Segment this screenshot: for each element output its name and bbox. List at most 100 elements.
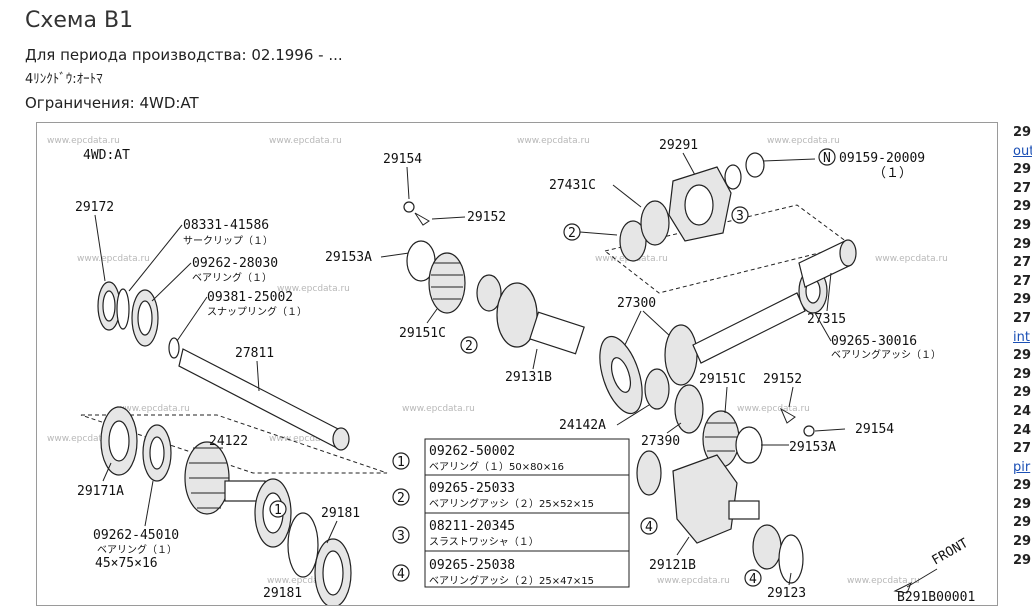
- sidebar-item[interactable]: 29: [1013, 348, 1032, 364]
- part-label-29291[interactable]: 29291: [659, 138, 698, 153]
- gear-29121b[interactable]: [672, 454, 738, 544]
- sleeve-29151c[interactable]: [428, 252, 466, 314]
- snap-ring-part[interactable]: [168, 337, 180, 359]
- bearing-24142a[interactable]: [644, 368, 670, 410]
- seal-29123[interactable]: [778, 534, 804, 584]
- sidebar-link-text[interactable]: out: [1013, 143, 1032, 159]
- washer-09159[interactable]: [745, 152, 765, 178]
- part-label-24122[interactable]: 24122: [209, 434, 248, 449]
- part-label-29151c[interactable]: 29151C: [399, 326, 446, 341]
- part-label-27431c[interactable]: 27431C: [549, 178, 596, 193]
- sidebar-item[interactable]: 27: [1013, 441, 1032, 457]
- sidebar-item[interactable]: 29: [1013, 385, 1032, 401]
- part-label-29152-b[interactable]: 29152: [763, 372, 802, 387]
- sidebar-link[interactable]: pir: [1013, 459, 1032, 478]
- sidebar-item[interactable]: 27: [1013, 310, 1032, 326]
- bearing-left[interactable]: [619, 220, 647, 262]
- bearing-27431c[interactable]: [640, 200, 670, 246]
- diagram-code: B291B00001: [897, 590, 975, 605]
- bearing-marker-4[interactable]: [636, 450, 662, 496]
- sidebar-item[interactable]: 29: [1013, 236, 1032, 252]
- clip-29152-b[interactable]: [779, 407, 796, 424]
- output-shaft-part[interactable]: [178, 348, 343, 449]
- sidebar-item[interactable]: 29: [1013, 552, 1032, 568]
- part-number-09262-28030[interactable]: 09262-28030: [192, 256, 278, 271]
- variant-caption: 4WD:AT: [83, 148, 130, 163]
- bearing-marker-4b[interactable]: [752, 524, 782, 570]
- legend-num: 2: [397, 491, 405, 506]
- part-label-29131b[interactable]: 29131B: [505, 370, 552, 385]
- legend-part-number[interactable]: 09265-25038: [429, 558, 515, 573]
- sidebar-item[interactable]: 29: [1013, 366, 1032, 382]
- watermark: www.epcdata.ru: [117, 404, 190, 414]
- sidebar-item[interactable]: 24: [1013, 422, 1032, 438]
- sidebar-item[interactable]: 27: [1013, 180, 1032, 196]
- callout-marker-4b[interactable]: [744, 569, 762, 587]
- bearing-marker-2[interactable]: [476, 274, 502, 312]
- part-label-29171a[interactable]: 29171A: [77, 484, 124, 499]
- part-label-29153a[interactable]: 29153A: [325, 250, 372, 265]
- part-label-29123[interactable]: 29123: [767, 586, 806, 601]
- part-number-08331-41586[interactable]: 08331-41586: [183, 218, 269, 233]
- gear-hub-29131b[interactable]: [529, 311, 585, 355]
- part-label-29172[interactable]: 29172: [75, 200, 114, 215]
- drive-gear-group: 24122 29171A 09262-45010 ベアリング（１） 45×75×…: [77, 406, 360, 605]
- part-label-29181[interactable]: 29181: [321, 506, 360, 521]
- part-label-27300[interactable]: 27300: [617, 296, 656, 311]
- sidebar-item[interactable]: 29: [1013, 515, 1032, 531]
- sidebar-link-text[interactable]: pir: [1013, 459, 1031, 475]
- sidebar-item[interactable]: 29: [1013, 162, 1032, 178]
- callout-marker-4[interactable]: [640, 517, 658, 535]
- part-label-24142a[interactable]: 24142A: [559, 418, 606, 433]
- part-label-29121b[interactable]: 29121B: [649, 558, 696, 573]
- sidebar-item[interactable]: 29: [1013, 199, 1032, 215]
- sidebar-item[interactable]: 29: [1013, 478, 1032, 494]
- part-number-09265-30016[interactable]: 09265-30016: [831, 334, 917, 349]
- sidebar-link[interactable]: out: [1013, 143, 1032, 162]
- watermark: www.epcdata.ru: [657, 576, 730, 586]
- legend-part-number[interactable]: 08211-20345: [429, 519, 515, 534]
- ring-29153a-b[interactable]: [735, 426, 763, 464]
- note-marker-n[interactable]: [818, 148, 836, 166]
- watermark: www.epcdata.ru: [269, 136, 342, 146]
- legend-desc: ベアリングアッシ（２）25×52×15: [429, 497, 594, 510]
- callout-marker-3[interactable]: [731, 206, 749, 224]
- part-number-09381-25002[interactable]: 09381-25002: [207, 290, 293, 305]
- sidebar-item[interactable]: 27: [1013, 255, 1032, 271]
- part-number-09262-45010[interactable]: 09262-45010: [93, 528, 179, 543]
- thrust-washer-3[interactable]: [724, 164, 742, 190]
- pinion-27300[interactable]: [664, 324, 698, 386]
- sidebar-item[interactable]: 29: [1013, 125, 1032, 140]
- sidebar-item[interactable]: 29: [1013, 217, 1032, 233]
- part-label-29154-b[interactable]: 29154: [855, 422, 894, 437]
- bolt-29154-b[interactable]: [803, 425, 815, 437]
- sidebar-link[interactable]: int: [1013, 329, 1032, 348]
- bearing-27390[interactable]: [674, 384, 704, 434]
- bolt-29154[interactable]: [403, 201, 415, 213]
- part-label-27390[interactable]: 27390: [641, 434, 680, 449]
- sidebar-item[interactable]: 29: [1013, 534, 1032, 550]
- sidebar-link-text[interactable]: int: [1013, 329, 1030, 345]
- part-label-29154[interactable]: 29154: [383, 152, 422, 167]
- part-label-29151c-b[interactable]: 29151C: [699, 372, 746, 387]
- part-label-29152[interactable]: 29152: [467, 210, 506, 225]
- sidebar-item[interactable]: 29: [1013, 292, 1032, 308]
- part-label-27315[interactable]: 27315: [807, 312, 846, 327]
- part-number-09159-20009[interactable]: 09159-20009: [839, 151, 925, 166]
- legend-part-number[interactable]: 09265-25033: [429, 481, 515, 496]
- part-label-29181b[interactable]: 29181: [263, 586, 302, 601]
- legend-part-number[interactable]: 09262-50002: [429, 444, 515, 459]
- part-label-27811[interactable]: 27811: [235, 346, 274, 361]
- sidebar-item[interactable]: 24: [1013, 403, 1032, 419]
- legend-marker-3: [392, 526, 410, 544]
- sidebar-item[interactable]: 29: [1013, 496, 1032, 512]
- ring-29181[interactable]: [287, 512, 319, 578]
- sidebar-item[interactable]: 27: [1013, 273, 1032, 289]
- gear-29121b-hub[interactable]: [728, 500, 760, 520]
- pinion-shaft[interactable]: [692, 292, 806, 364]
- clip-29152[interactable]: [414, 212, 430, 226]
- callout-marker-2[interactable]: [460, 336, 478, 354]
- callout-marker-1[interactable]: [269, 500, 287, 518]
- circlip-part[interactable]: [116, 288, 130, 330]
- part-label-29153a-b[interactable]: 29153A: [789, 440, 836, 455]
